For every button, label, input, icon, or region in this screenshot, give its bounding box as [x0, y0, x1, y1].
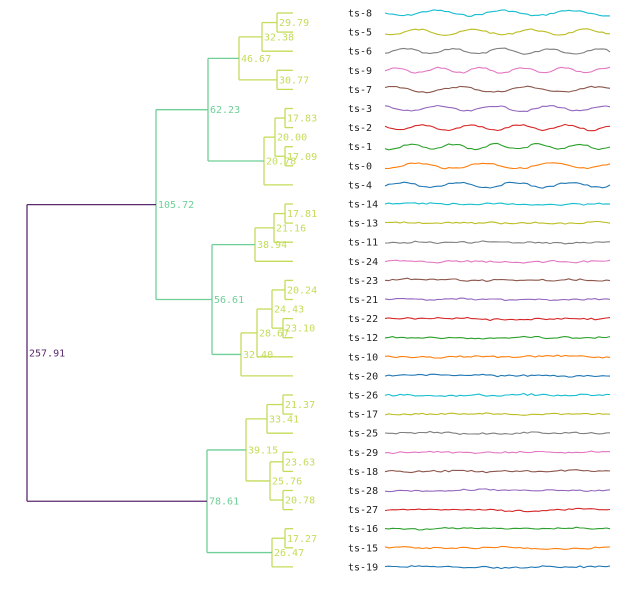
sparkline: [384, 545, 611, 550]
leaf-label: ts-10: [348, 352, 378, 363]
leaf-label: ts-26: [348, 391, 378, 402]
merge-distance-label: 20.00: [277, 133, 307, 144]
merge-distance-label: 25.76: [272, 476, 302, 487]
sparkline: [384, 9, 611, 17]
merge-distance-label: 20.78: [266, 157, 296, 168]
leaf-label: ts-27: [348, 505, 378, 516]
sparkline: [384, 240, 611, 245]
merge-distance-label: 257.91: [29, 348, 65, 359]
sparkline: [384, 316, 611, 322]
merge-value-labels: 29.79 32.38 30.77 46.67 17.83 17.09 20.00 20.78…: [29, 18, 317, 559]
leaf-label: ts-12: [348, 333, 378, 344]
merge-distance-label: 26.47: [274, 548, 304, 559]
leaf-label: ts-20: [348, 371, 378, 382]
sparkline: [384, 297, 611, 302]
merge-distance-label: 56.61: [214, 295, 244, 306]
merge-distance-label: 17.83: [287, 114, 317, 125]
sparkline: [384, 488, 611, 493]
leaf-label: ts-9: [348, 66, 372, 77]
merge-distance-label: 17.81: [287, 209, 317, 220]
sparkline: [384, 28, 610, 36]
merge-distance-label: 30.77: [279, 75, 309, 86]
sparkline: [384, 354, 611, 359]
time-series-sparklines: [384, 9, 611, 570]
leaf-label: ts-19: [348, 562, 378, 573]
leaf-label: ts-6: [348, 47, 372, 58]
leaf-label: ts-21: [348, 295, 378, 306]
leaf-label: ts-14: [348, 200, 378, 211]
leaf-label: ts-15: [348, 543, 378, 554]
leaf-label: ts-1: [348, 142, 372, 153]
merge-distance-label: 32.38: [264, 32, 294, 43]
merge-distance-label: 62.23: [210, 105, 240, 116]
leaf-label: ts-18: [348, 467, 378, 478]
leaf-label: ts-0: [348, 161, 372, 172]
merge-distance-label: 23.10: [285, 324, 315, 335]
merge-distance-label: 17.27: [287, 534, 317, 545]
leaf-label: ts-16: [348, 524, 378, 535]
leaf-labels: ts-8 ts-5 ts-6 ts-9 ts-7 ts-3 ts-2 ts-1 ts-0 ts-4…: [348, 9, 378, 574]
merge-distance-label: 39.15: [248, 445, 278, 456]
merge-distance-label: 29.79: [279, 18, 309, 29]
merge-distance-label: 28.67: [259, 328, 289, 339]
leaf-label: ts-29: [348, 448, 378, 459]
leaf-label: ts-17: [348, 410, 378, 421]
sparkline: [384, 392, 611, 397]
merge-distance-label: 17.09: [287, 152, 317, 163]
sparkline: [384, 142, 611, 151]
leaf-label: ts-8: [348, 9, 372, 20]
merge-distance-label: 38.94: [257, 240, 287, 251]
sparkline: [384, 469, 611, 474]
leaf-label: ts-23: [348, 276, 378, 287]
sparkline: [384, 47, 611, 55]
leaf-label: ts-25: [348, 429, 378, 440]
merge-distance-label: 33.41: [269, 414, 299, 425]
merge-distance-label: 21.37: [285, 400, 315, 411]
merge-distance-label: 78.61: [209, 497, 239, 508]
sparkline: [384, 202, 611, 206]
leaf-label: ts-22: [348, 314, 378, 325]
leaf-label: ts-13: [348, 219, 378, 230]
merge-distance-label: 20.78: [285, 496, 315, 507]
leaf-label: ts-28: [348, 486, 378, 497]
sparkline: [384, 335, 611, 340]
sparkline: [384, 181, 611, 189]
merge-distance-label: 23.63: [285, 457, 315, 468]
leaf-label: ts-4: [348, 180, 372, 191]
sparkline: [384, 565, 611, 570]
merge-distance-label: 105.72: [158, 200, 194, 211]
leaf-label: ts-3: [348, 104, 372, 115]
merge-distance-label: 32.40: [243, 350, 273, 361]
sparkline: [384, 373, 611, 378]
sparkline: [384, 526, 611, 531]
leaf-label: ts-2: [348, 123, 372, 134]
sparkline: [384, 220, 611, 225]
sparkline: [384, 123, 611, 132]
sparkline: [384, 450, 611, 455]
sparkline: [384, 277, 611, 282]
leaf-label: ts-5: [348, 28, 372, 39]
sparkline: [384, 85, 611, 94]
merge-distance-label: 46.67: [241, 54, 271, 65]
merge-distance-label: 20.24: [287, 285, 317, 296]
sparkline: [384, 507, 611, 513]
sparkline: [384, 412, 611, 416]
sparkline: [384, 66, 611, 74]
sparkline: [384, 162, 611, 170]
leaf-label: ts-11: [348, 238, 378, 249]
merge-distance-label: 24.43: [274, 305, 304, 316]
sparkline: [384, 259, 611, 264]
leaf-label: ts-7: [348, 85, 372, 96]
sparkline: [384, 104, 611, 112]
dendrogram-tree: [26, 12, 293, 568]
sparkline: [384, 430, 611, 435]
leaf-label: ts-24: [348, 257, 378, 268]
merge-distance-label: 21.16: [276, 223, 306, 234]
